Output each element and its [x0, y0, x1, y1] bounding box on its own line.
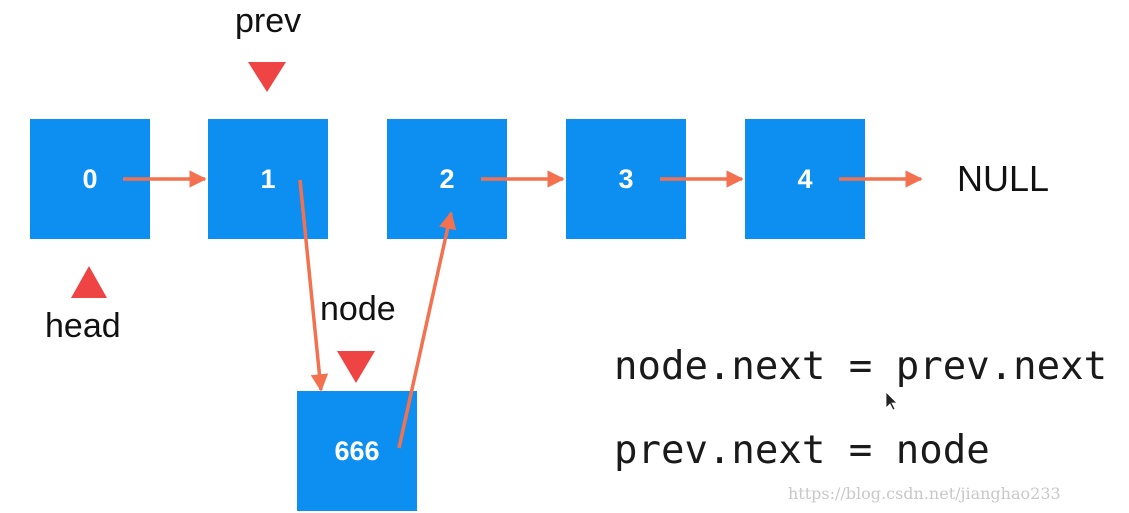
node-label: node — [320, 290, 396, 328]
code-line-2: prev.next = node — [614, 428, 990, 473]
cursor-icon — [885, 391, 898, 411]
null-label: NULL — [957, 158, 1050, 199]
node-value: 666 — [334, 435, 380, 466]
prev-pointer-marker — [248, 62, 286, 92]
arrow-1-to-new-node — [298, 179, 329, 392]
head-label: head — [45, 307, 121, 345]
list-node-1: 1 — [208, 119, 328, 239]
new-node-666: 666 — [297, 391, 417, 511]
node-value: 4 — [797, 163, 813, 194]
arrow-new-node-to-2 — [397, 211, 457, 449]
watermark: https://blog.csdn.net/jianghao233 — [788, 484, 1061, 503]
node-value: 1 — [260, 163, 276, 194]
node-value: 3 — [618, 163, 634, 194]
head-pointer-marker — [71, 266, 107, 298]
node-pointer-marker — [337, 351, 375, 383]
prev-label: prev — [235, 2, 302, 40]
node-value: 2 — [439, 163, 455, 194]
code-line-1: node.next = prev.next — [614, 344, 1108, 389]
node-value: 0 — [82, 163, 98, 194]
